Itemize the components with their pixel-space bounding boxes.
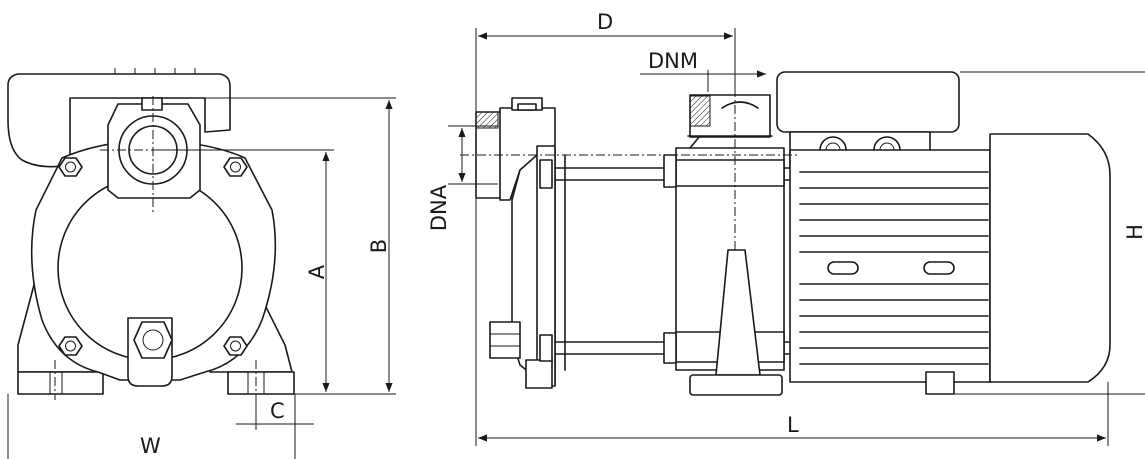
front-drain-plug [133, 321, 173, 359]
front-outlet-cap [141, 97, 163, 111]
side-motor-slot-1 [827, 261, 859, 275]
side-motor-fins [799, 171, 989, 365]
side-terminal-box-lid [776, 71, 960, 133]
front-dimensions: A B C W [7, 97, 396, 459]
label-w: W [140, 434, 161, 458]
front-cover-ribs [114, 68, 196, 74]
side-motor-foot [925, 371, 955, 395]
front-bolts [58, 157, 248, 356]
side-motor-slot-2 [923, 261, 955, 275]
side-inlet-hatch [475, 111, 499, 129]
side-outlet-hatch [689, 95, 711, 127]
front-motor-cover [7, 73, 231, 168]
label-h: H [1123, 224, 1145, 240]
label-c: C [270, 399, 285, 423]
front-view [7, 68, 295, 400]
label-d: D [597, 10, 613, 34]
label-a: A [305, 264, 329, 279]
side-stand-base [689, 374, 783, 396]
side-dimensions: D DNM DNA L H [427, 10, 1145, 446]
front-right-base [227, 371, 295, 395]
label-b: B [367, 239, 391, 253]
label-dnm: DNM [648, 49, 698, 73]
side-fan-cover [989, 133, 1111, 383]
side-view [475, 71, 1111, 396]
front-left-base [17, 371, 104, 395]
label-l: L [787, 413, 799, 437]
label-dna: DNA [427, 184, 451, 231]
side-bolt-bottom [489, 321, 521, 359]
